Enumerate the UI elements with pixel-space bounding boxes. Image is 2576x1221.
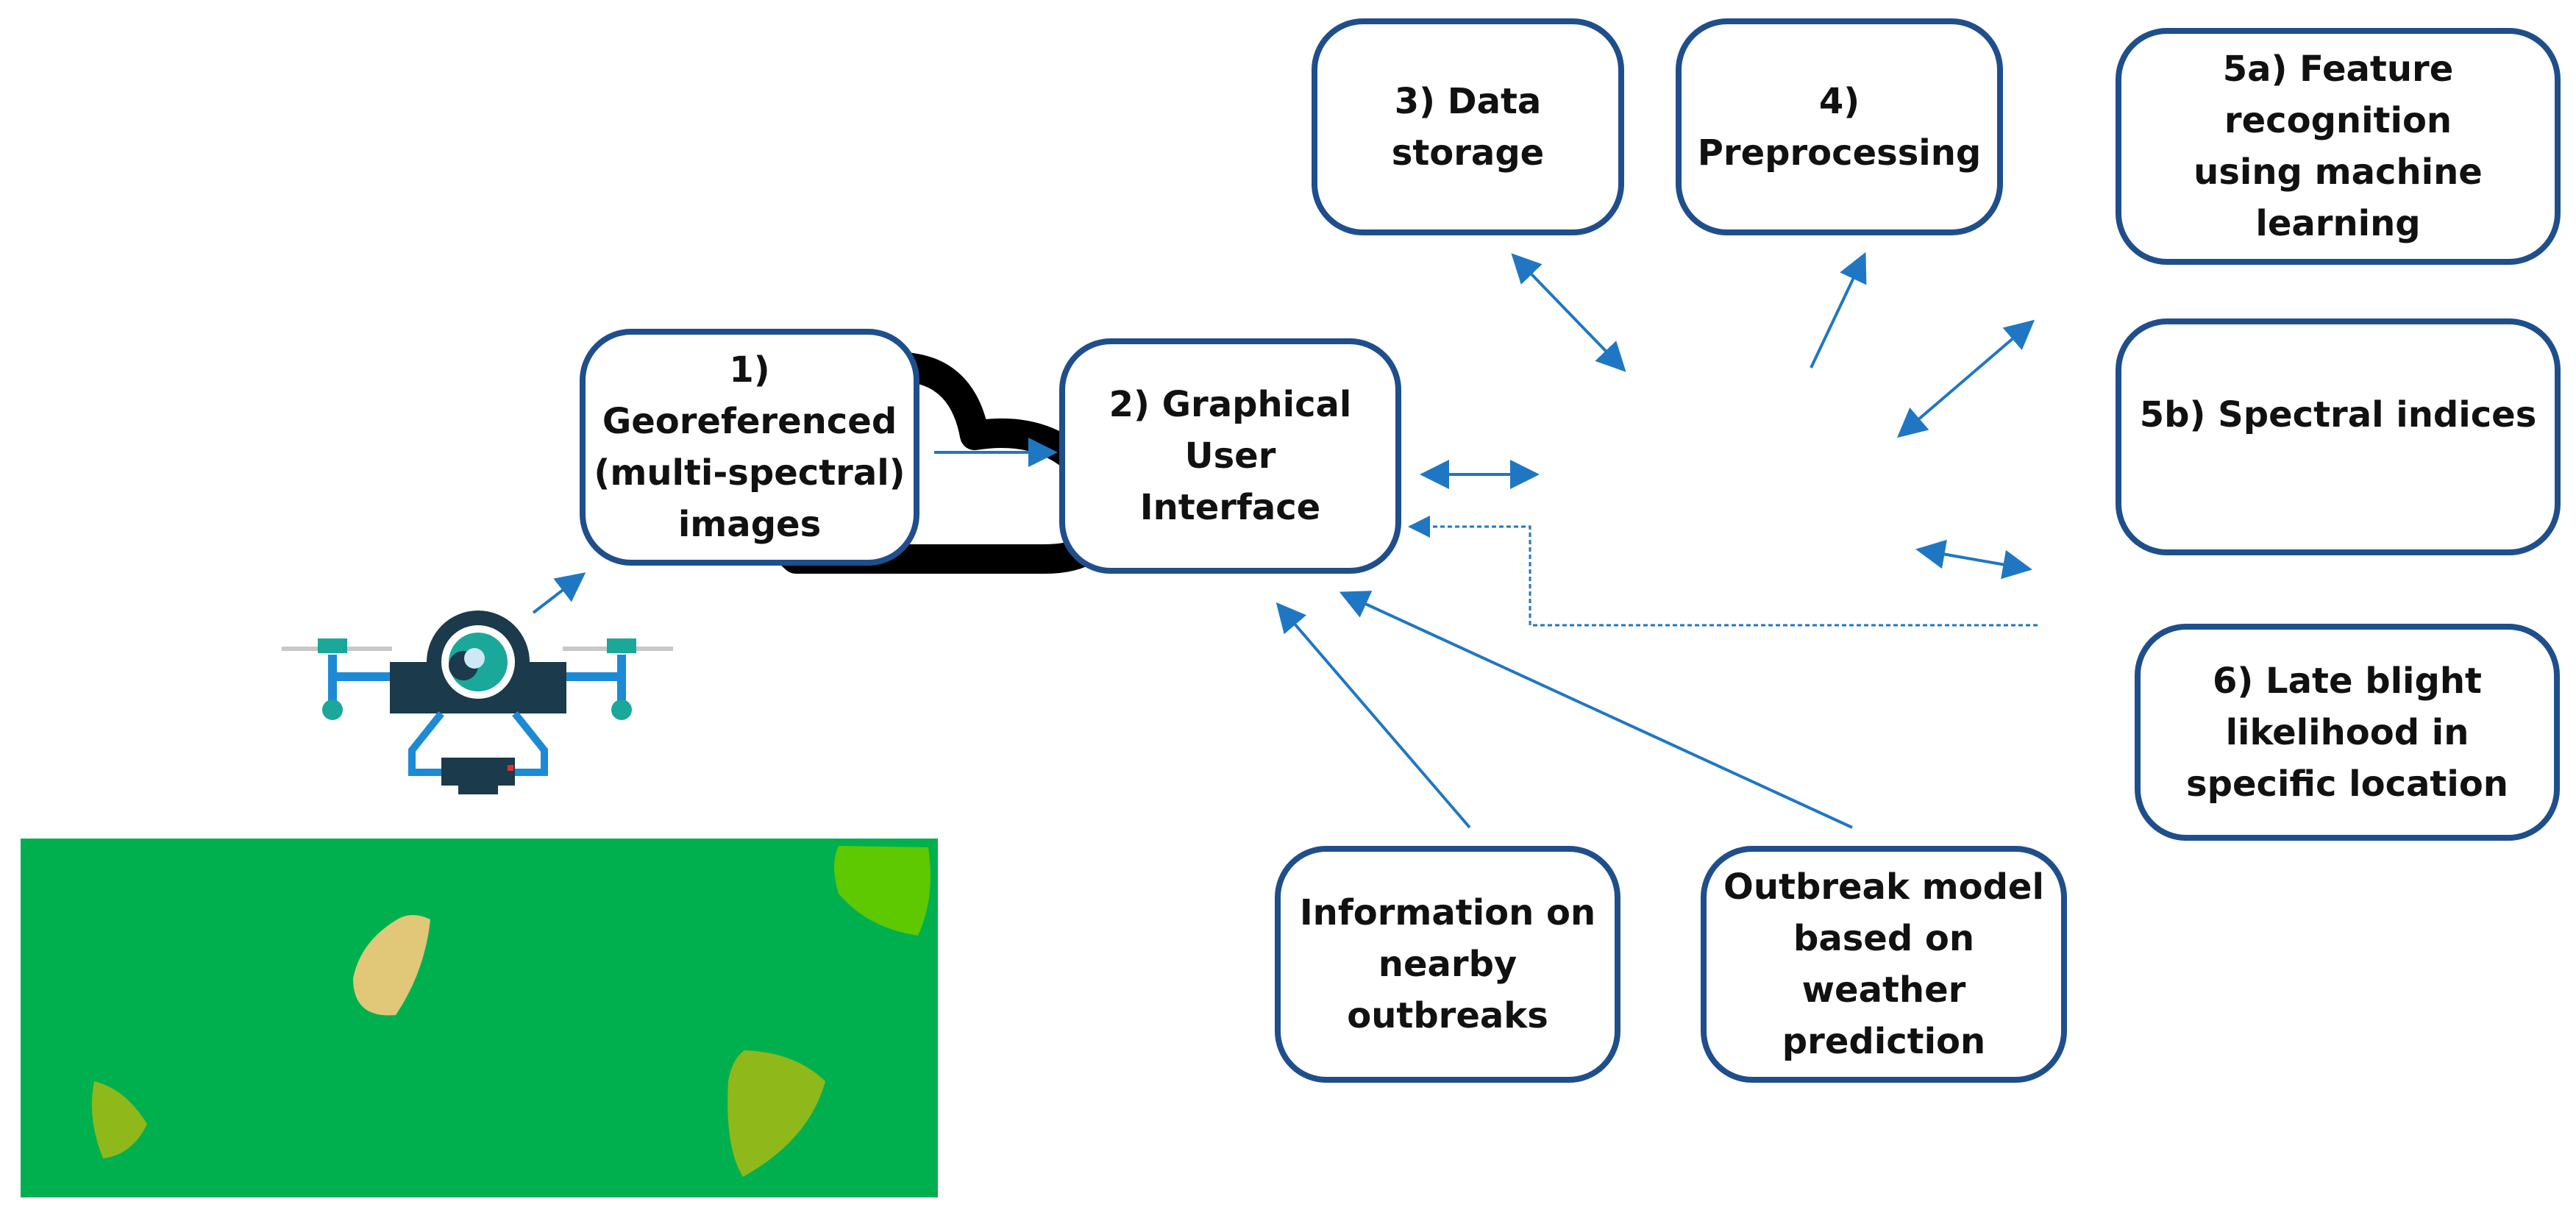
arrow-cloud-feature	[1896, 319, 2035, 438]
box-preprocessing: 4) Preprocessing	[1676, 18, 2003, 235]
diseased-patch	[834, 846, 931, 936]
box-graphical-user-interface: 2) Graphical User Interface	[1059, 338, 1401, 574]
arrow-blight-to-gui	[1408, 516, 2038, 627]
arrow-drone-to-images	[532, 572, 586, 614]
arrow-storage-cloud	[1511, 253, 1626, 372]
box-georeferenced-images: 1) Georeferenced (multi-spectral) images	[580, 329, 919, 566]
arrow-model-to-gui	[1339, 591, 1853, 829]
box-spectral-indices-label: 5b) Spectral indices	[2139, 394, 2537, 435]
diseased-patch	[727, 1050, 825, 1177]
box-data-storage: 3) Data storage	[1312, 18, 1624, 235]
box-data-storage-label: 3) Data storage	[1391, 80, 1545, 174]
box-nearby-outbreaks: Information on nearby outbreaks	[1275, 846, 1620, 1083]
arrows	[532, 252, 2038, 829]
box-late-blight-likelihood: 6) Late blight likelihood in specific lo…	[2135, 624, 2560, 841]
box-gui-label: 2) Graphical User Interface	[1109, 384, 1352, 528]
box-feature-recognition-label: 5a) Feature recognition using machine le…	[2193, 49, 2483, 244]
box-spectral-indices: 5b) Spectral indices	[2116, 318, 2561, 555]
box-nearby-outbreaks-label: Information on nearby outbreaks	[1299, 892, 1596, 1036]
box-outbreak-model: Outbreak model based on weather predicti…	[1701, 846, 2067, 1083]
diseased-patch	[91, 1081, 147, 1158]
arrow-outbreaks-to-gui	[1275, 602, 1471, 829]
crop-field-image	[21, 839, 938, 1197]
box-georeferenced-images-label: 1) Georeferenced (multi-spectral) images	[594, 349, 905, 545]
arrow-cloud-spectral	[1915, 539, 2032, 580]
box-feature-recognition: 5a) Feature recognition using machine le…	[2116, 28, 2561, 265]
diseased-patch	[353, 915, 430, 1016]
arrow-cloud-preprocessing	[1810, 252, 1867, 369]
drone-icon	[282, 610, 673, 794]
box-preprocessing-label: 4) Preprocessing	[1697, 80, 1982, 174]
box-outbreak-model-label: Outbreak model based on weather predicti…	[1723, 866, 2044, 1062]
box-late-blight-label: 6) Late blight likelihood in specific lo…	[2186, 660, 2508, 805]
